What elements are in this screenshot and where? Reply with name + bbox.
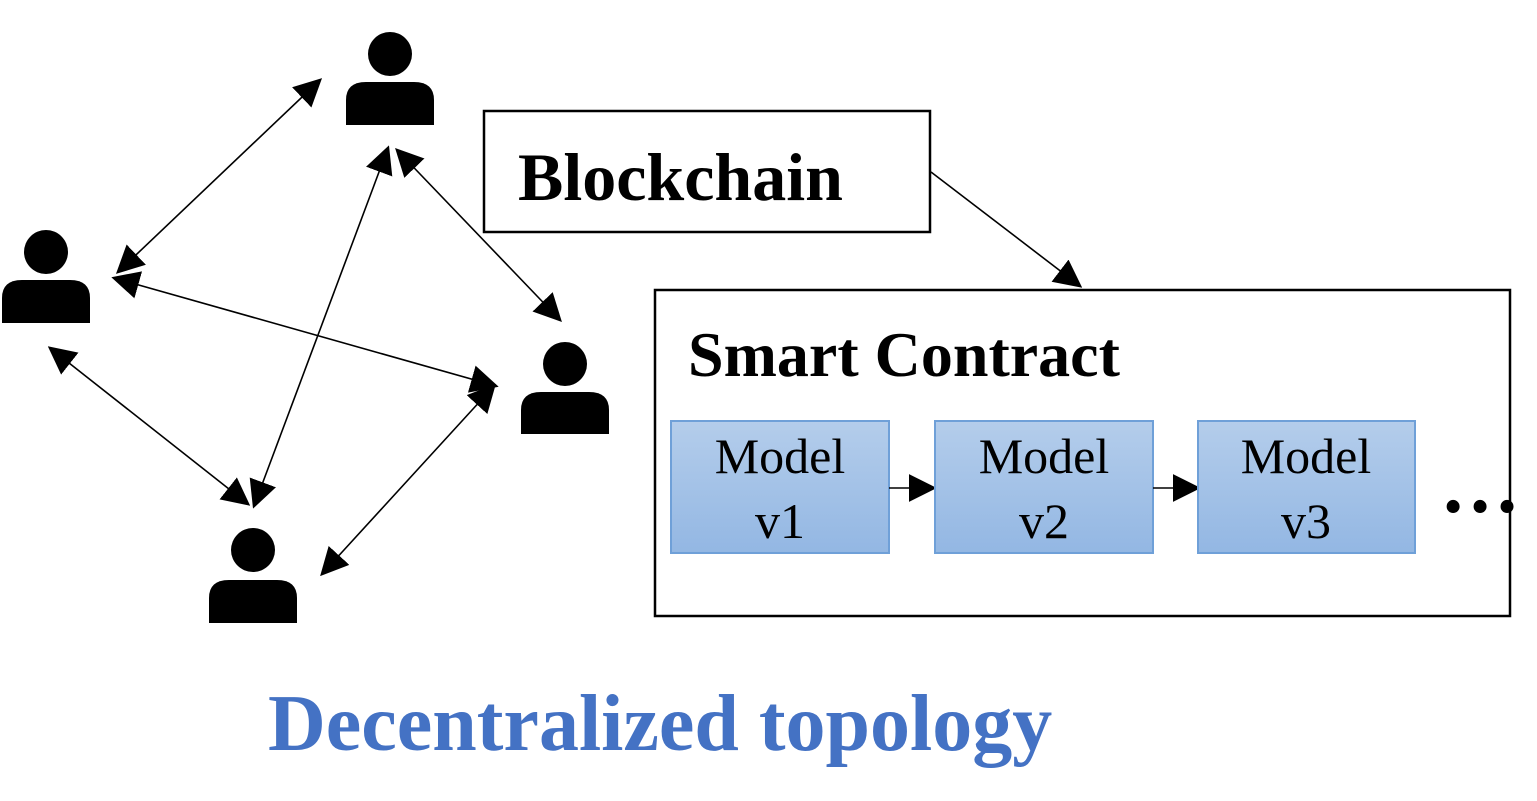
blockchain-label: Blockchain — [518, 139, 843, 215]
model-version-box: Model v2 — [934, 420, 1154, 554]
model-label: Model — [979, 428, 1110, 484]
link-left-bottom — [47, 346, 251, 506]
model-version: v1 — [755, 493, 805, 549]
user-icon — [2, 230, 90, 323]
model-version: v2 — [1019, 493, 1069, 549]
model-version: v3 — [1281, 493, 1331, 549]
link-top-right — [395, 147, 562, 323]
link-top-bottom — [249, 145, 393, 509]
link-left-top — [115, 78, 323, 274]
blockchain-box: Blockchain — [482, 109, 932, 234]
user-icon — [209, 528, 297, 623]
user-nodes — [2, 32, 609, 623]
model-version-box: Model v1 — [670, 420, 890, 554]
diagram-caption: Decentralized topology — [268, 680, 1052, 768]
model-version-box: Model v3 — [1197, 420, 1416, 554]
blockchain-to-contract-arrow — [930, 171, 1083, 288]
link-right-bottom — [320, 383, 496, 577]
model-label: Model — [1241, 428, 1372, 484]
user-icon — [346, 32, 434, 125]
model-label: Model — [715, 428, 846, 484]
smart-contract-box: Smart Contract Model v1 Model v2 Model v… — [653, 288, 1520, 618]
continuation-ellipsis: … — [1440, 442, 1520, 530]
link-left-right — [111, 271, 499, 393]
smart-contract-label: Smart Contract — [688, 319, 1121, 390]
user-icon — [521, 342, 609, 434]
peer-links — [47, 78, 562, 577]
